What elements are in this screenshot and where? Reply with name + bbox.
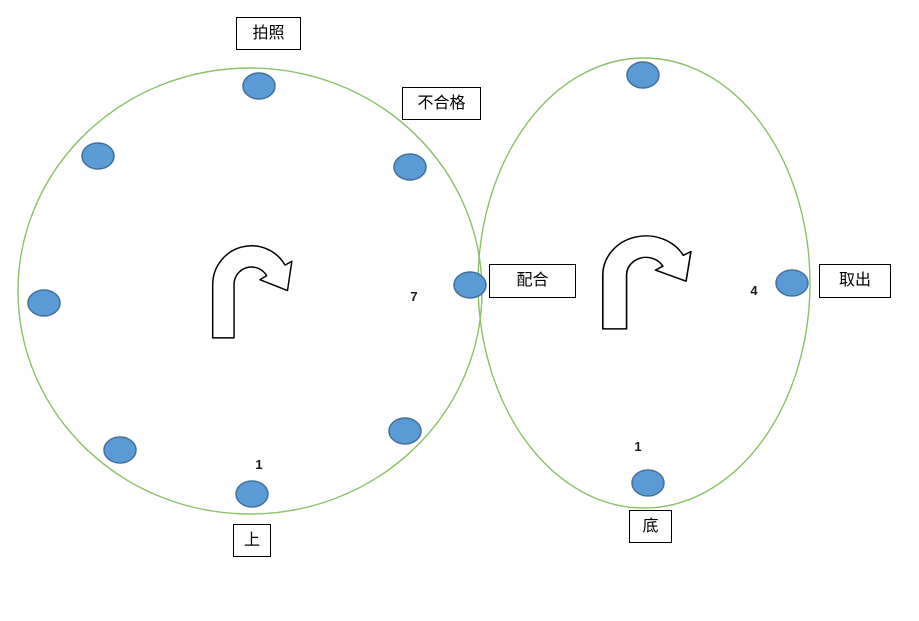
count-right-wheel-right: 4 (750, 283, 758, 298)
station-dot-left-left (27, 289, 61, 317)
label-reject: 不合格 (402, 87, 481, 120)
label-engage: 配合 (489, 264, 576, 298)
count-left-wheel-right: 7 (410, 289, 418, 304)
station-dot-left-upper-right (393, 153, 427, 181)
station-dot-left-top (242, 72, 276, 100)
station-dot-right-top (626, 61, 660, 89)
station-dot-left-lower-left (103, 436, 137, 464)
station-dot-right-right (775, 269, 809, 297)
station-dots (27, 61, 809, 508)
label-take-out: 取出 (819, 264, 891, 298)
count-left-wheel-bottom: 1 (255, 457, 263, 472)
station-dot-left-bottom (235, 480, 269, 508)
station-dot-right-bottom (631, 469, 665, 497)
station-dot-junction (453, 271, 487, 299)
count-right-wheel-bottom: 1 (634, 439, 642, 454)
label-bottom-side: 底 (629, 510, 672, 543)
right-rotation-arrow-icon (601, 235, 692, 330)
station-dot-left-upper-left (81, 142, 115, 170)
station-dot-left-lower-right (388, 417, 422, 445)
label-top-side: 上 (233, 524, 271, 557)
left-rotation-arrow-icon (211, 245, 293, 339)
label-photograph: 拍照 (236, 17, 301, 50)
